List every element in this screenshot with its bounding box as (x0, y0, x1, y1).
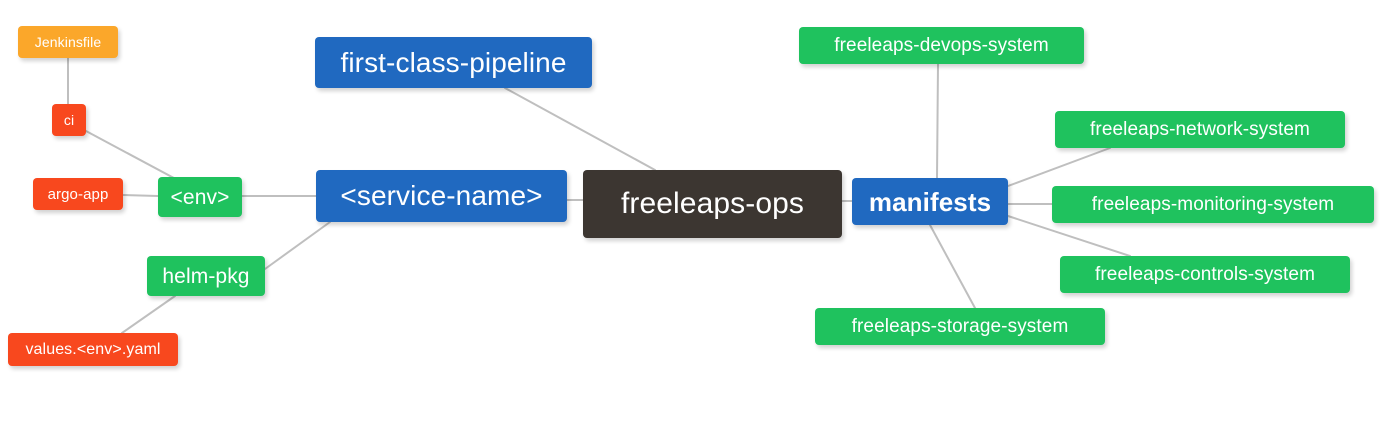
node-label-argo-app: argo-app (47, 185, 109, 203)
node-label-freeleaps-controls-system: freeleaps-controls-system (1094, 264, 1316, 285)
node-first-class-pipeline[interactable]: first-class-pipeline (315, 37, 592, 88)
node-helm-pkg[interactable]: helm-pkg (147, 256, 265, 296)
node-freeleaps-monitoring-system[interactable]: freeleaps-monitoring-system (1052, 186, 1374, 223)
node-freeleaps-network-system[interactable]: freeleaps-network-system (1055, 111, 1345, 148)
node-label-values-env-yaml: values.<env>.yaml (25, 340, 161, 358)
edge-helm-pkg-values (121, 295, 176, 334)
node-freeleaps-devops-system[interactable]: freeleaps-devops-system (799, 27, 1084, 64)
node-label-freeleaps-monitoring-system: freeleaps-monitoring-system (1091, 194, 1335, 215)
node-values-env-yaml[interactable]: values.<env>.yaml (8, 333, 178, 366)
node-label-manifests: manifests (868, 186, 992, 217)
node-label-freeleaps-storage-system: freeleaps-storage-system (851, 316, 1069, 337)
node-label-freeleaps-devops-system: freeleaps-devops-system (834, 35, 1049, 56)
node-service-name[interactable]: <service-name> (316, 170, 567, 222)
node-label-helm-pkg: helm-pkg (162, 264, 250, 288)
node-freeleaps-ops[interactable]: freeleaps-ops (583, 170, 842, 238)
node-env[interactable]: <env> (158, 177, 242, 217)
edge-service-name-helm-pkg (264, 221, 331, 270)
node-freeleaps-storage-system[interactable]: freeleaps-storage-system (815, 308, 1105, 345)
node-jenkinsfile[interactable]: Jenkinsfile (18, 26, 118, 58)
node-label-service-name: <service-name> (340, 180, 543, 211)
node-label-freeleaps-network-system: freeleaps-network-system (1090, 119, 1310, 140)
edge-argo-app-env (122, 194, 159, 197)
node-label-env: <env> (170, 185, 230, 209)
node-label-ci: ci (63, 112, 75, 128)
edge-manifests-storage (929, 224, 976, 309)
edge-first-class-pipeline-ops (504, 87, 656, 171)
node-label-jenkinsfile: Jenkinsfile (34, 34, 102, 50)
node-ci[interactable]: ci (52, 104, 86, 136)
node-label-first-class-pipeline: first-class-pipeline (340, 46, 567, 78)
node-freeleaps-controls-system[interactable]: freeleaps-controls-system (1060, 256, 1350, 293)
node-label-freeleaps-ops: freeleaps-ops (620, 187, 805, 220)
edge-manifests-network (1007, 147, 1111, 187)
node-argo-app[interactable]: argo-app (33, 178, 123, 210)
edge-manifests-devops (936, 63, 939, 179)
node-manifests[interactable]: manifests (852, 178, 1008, 225)
edge-manifests-controls (1007, 215, 1131, 257)
